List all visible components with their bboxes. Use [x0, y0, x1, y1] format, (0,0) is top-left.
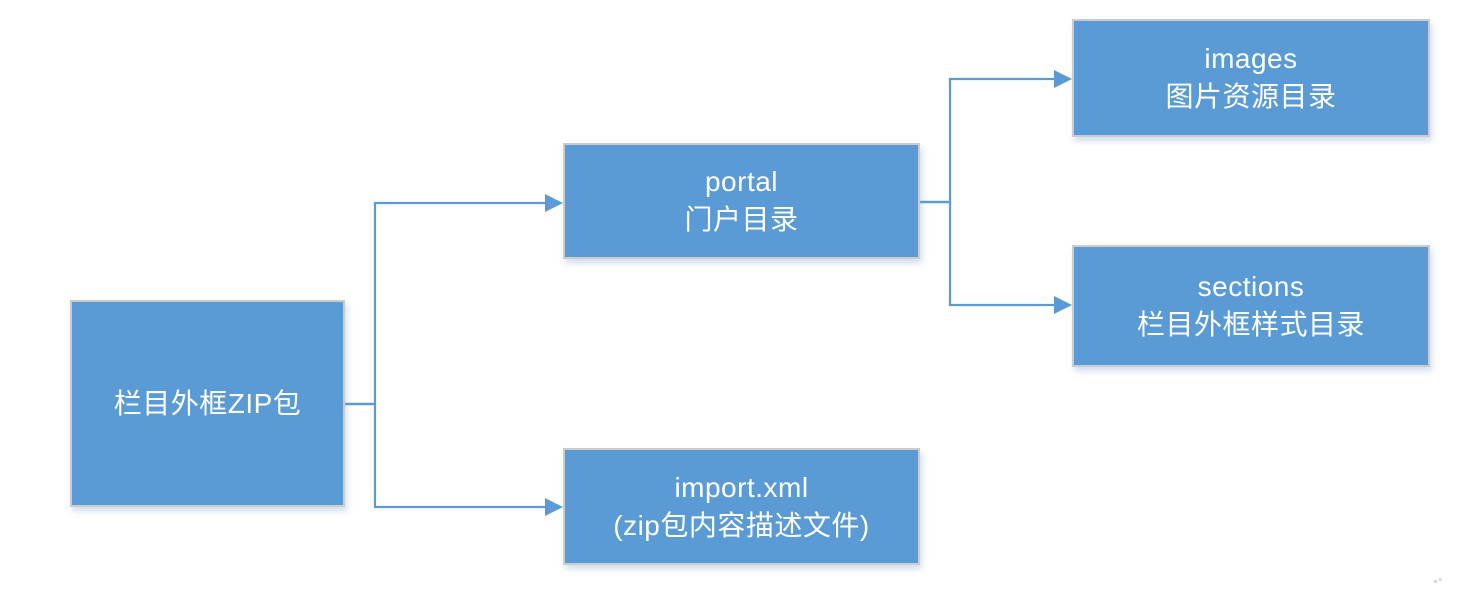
arrowhead-images-icon [1054, 70, 1072, 88]
node-zip-label: 栏目外框ZIP包 [113, 387, 302, 419]
node-portal-sublabel: 门户目录 [684, 204, 799, 235]
node-zip-package: 栏目外框ZIP包 [70, 300, 345, 507]
arrowhead-sections-icon [1054, 296, 1072, 314]
edge-zip-portal [345, 201, 547, 406]
node-import-label: import.xml [674, 471, 809, 503]
node-images-label: images [1204, 43, 1298, 74]
node-import-xml: import.xml (zip包内容描述文件) [563, 448, 920, 565]
node-sections: sections 栏目外框样式目录 [1072, 245, 1430, 367]
node-images: images 图片资源目录 [1072, 19, 1430, 137]
node-images-sublabel: 图片资源目录 [1165, 81, 1337, 112]
node-portal: portal 门户目录 [563, 143, 920, 259]
node-sections-sublabel: 栏目外框样式目录 [1136, 309, 1365, 340]
edge-portal-images [920, 77, 1056, 204]
node-import-sublabel: (zip包内容描述文件) [613, 509, 870, 541]
node-sections-label: sections [1197, 271, 1305, 302]
arrowhead-import-icon [545, 498, 563, 516]
node-portal-label: portal [704, 166, 779, 197]
arrowhead-portal-icon [545, 194, 563, 212]
edge-portal-sections [920, 200, 1056, 307]
stray-mark [1434, 578, 1443, 585]
edge-zip-import [345, 402, 547, 509]
